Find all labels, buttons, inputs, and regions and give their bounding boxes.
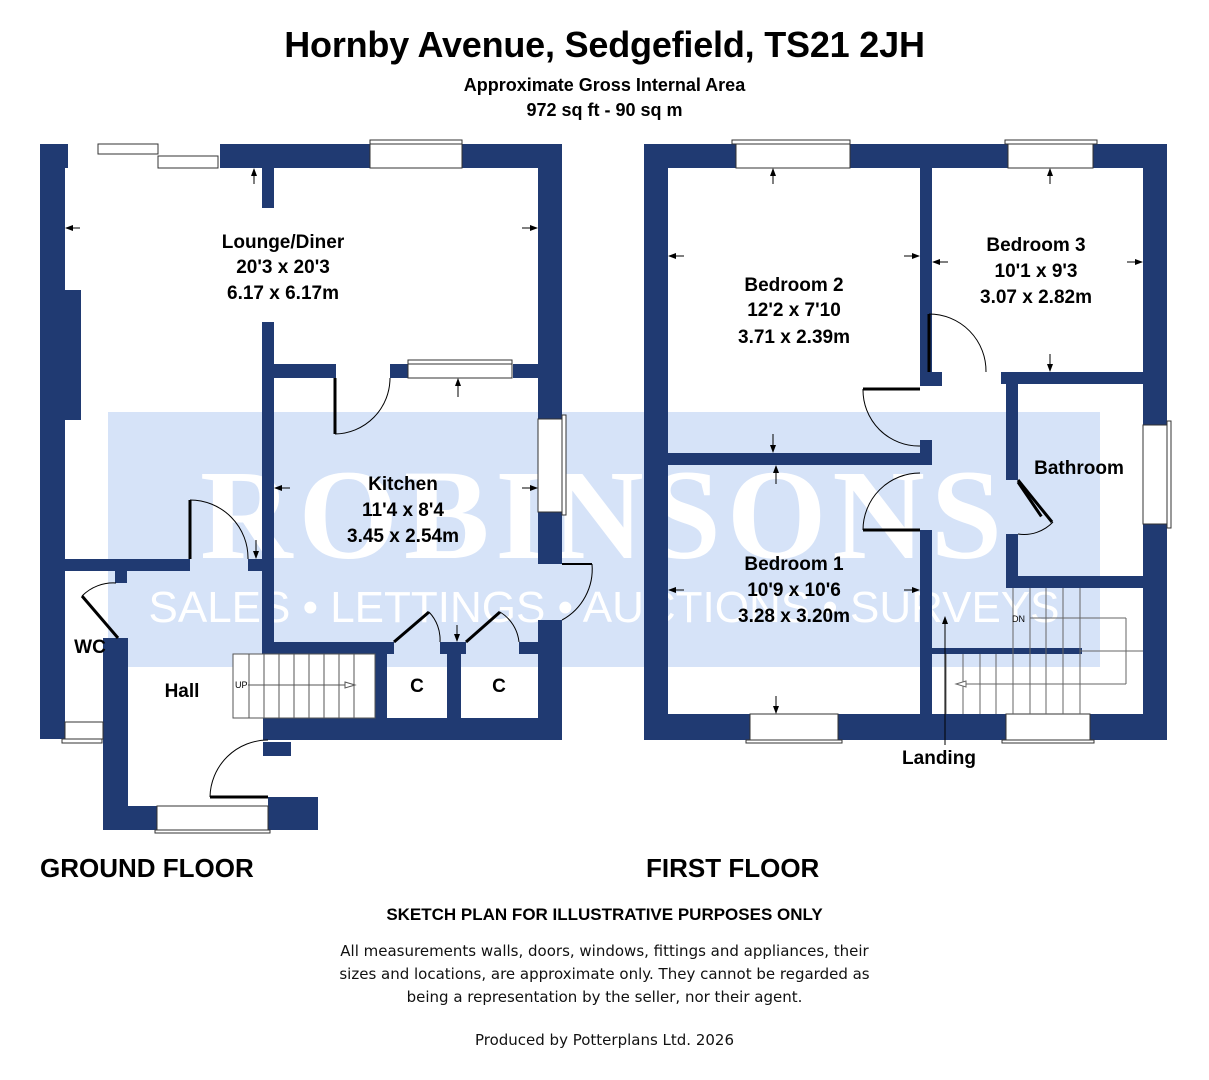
watermark: ROBINSONS SALES • LETTINGS • AUCTIONS • … — [108, 412, 1100, 667]
ground-floor-stairs — [232, 653, 376, 719]
first-floor-label: FIRST FLOOR — [646, 853, 820, 883]
disclaimer-text: All measurements walls, doors, windows, … — [300, 940, 909, 1009]
room-name: Bedroom 3 — [986, 235, 1085, 256]
area-value: 972 sq ft - 90 sq m — [526, 100, 683, 120]
ground-floor-label: GROUND FLOOR — [40, 853, 254, 883]
room-cupboard-2: C — [492, 676, 506, 697]
ground-floor-walls — [40, 144, 562, 830]
room-bedroom-3: Bedroom 3 10'1 x 9'3 3.07 x 2.82m — [980, 235, 1092, 308]
room-size-metric: 3.71 x 2.39m — [738, 327, 850, 348]
room-size-metric: 3.07 x 2.82m — [980, 287, 1092, 308]
room-name: Lounge/Diner — [222, 232, 345, 253]
room-cupboard-1: C — [410, 676, 424, 697]
area-label: Approximate Gross Internal Area — [463, 75, 746, 95]
disclaimer-heading: SKETCH PLAN FOR ILLUSTRATIVE PURPOSES ON… — [386, 905, 823, 924]
room-size-imperial: 11'4 x 8'4 — [362, 500, 444, 521]
stairs-up-label: UP — [235, 680, 248, 690]
room-wc: WC — [74, 637, 106, 658]
room-bedroom-2: Bedroom 2 12'2 x 7'10 3.71 x 2.39m — [738, 275, 850, 348]
first-floor-walls — [644, 144, 1167, 740]
room-bedroom-1: Bedroom 1 10'9 x 10'6 3.28 x 3.20m — [738, 554, 850, 627]
room-size-imperial: 20'3 x 20'3 — [236, 257, 330, 278]
watermark-brand: ROBINSONS — [200, 444, 1008, 586]
producer-credit: Produced by Potterplans Ltd. 2026 — [474, 1031, 735, 1049]
disclaimer-line-1: All measurements walls, doors, windows, … — [340, 942, 869, 960]
watermark-tagline: SALES • LETTINGS • AUCTIONS • SURVEYS — [149, 583, 1060, 632]
room-size-metric: 6.17 x 6.17m — [227, 283, 339, 304]
room-size-metric: 3.28 x 3.20m — [738, 606, 850, 627]
room-size-metric: 3.45 x 2.54m — [347, 526, 459, 547]
first-floor-dimension-arrows — [668, 168, 1143, 745]
ground-floor-doors — [80, 377, 593, 799]
ground-floor-dimension-arrows — [65, 168, 538, 642]
property-address-title: Hornby Avenue, Sedgefield, TS21 2JH — [284, 24, 925, 65]
room-landing: Landing — [902, 748, 976, 769]
room-name: Kitchen — [368, 474, 438, 495]
ground-floor-windows — [61, 139, 567, 834]
first-floor-stairs — [945, 588, 1143, 714]
room-kitchen: Kitchen 11'4 x 8'4 3.45 x 2.54m — [347, 474, 459, 547]
first-floor-doors — [862, 313, 1054, 535]
disclaimer-line-2: sizes and locations, are approximate onl… — [339, 965, 870, 983]
room-name: Bedroom 1 — [744, 554, 844, 575]
room-bathroom: Bathroom — [1034, 458, 1124, 479]
stairs-down-label: DN — [1012, 614, 1025, 624]
first-floor-windows — [731, 139, 1172, 744]
disclaimer-line-3: being a representation by the seller, no… — [406, 988, 803, 1006]
room-size-imperial: 10'1 x 9'3 — [995, 261, 1078, 282]
room-name: Bedroom 2 — [744, 275, 843, 296]
room-size-imperial: 10'9 x 10'6 — [747, 580, 841, 601]
room-size-imperial: 12'2 x 7'10 — [747, 300, 841, 321]
room-lounge-diner: Lounge/Diner 20'3 x 20'3 6.17 x 6.17m — [222, 232, 345, 304]
room-hall: Hall — [165, 681, 200, 702]
